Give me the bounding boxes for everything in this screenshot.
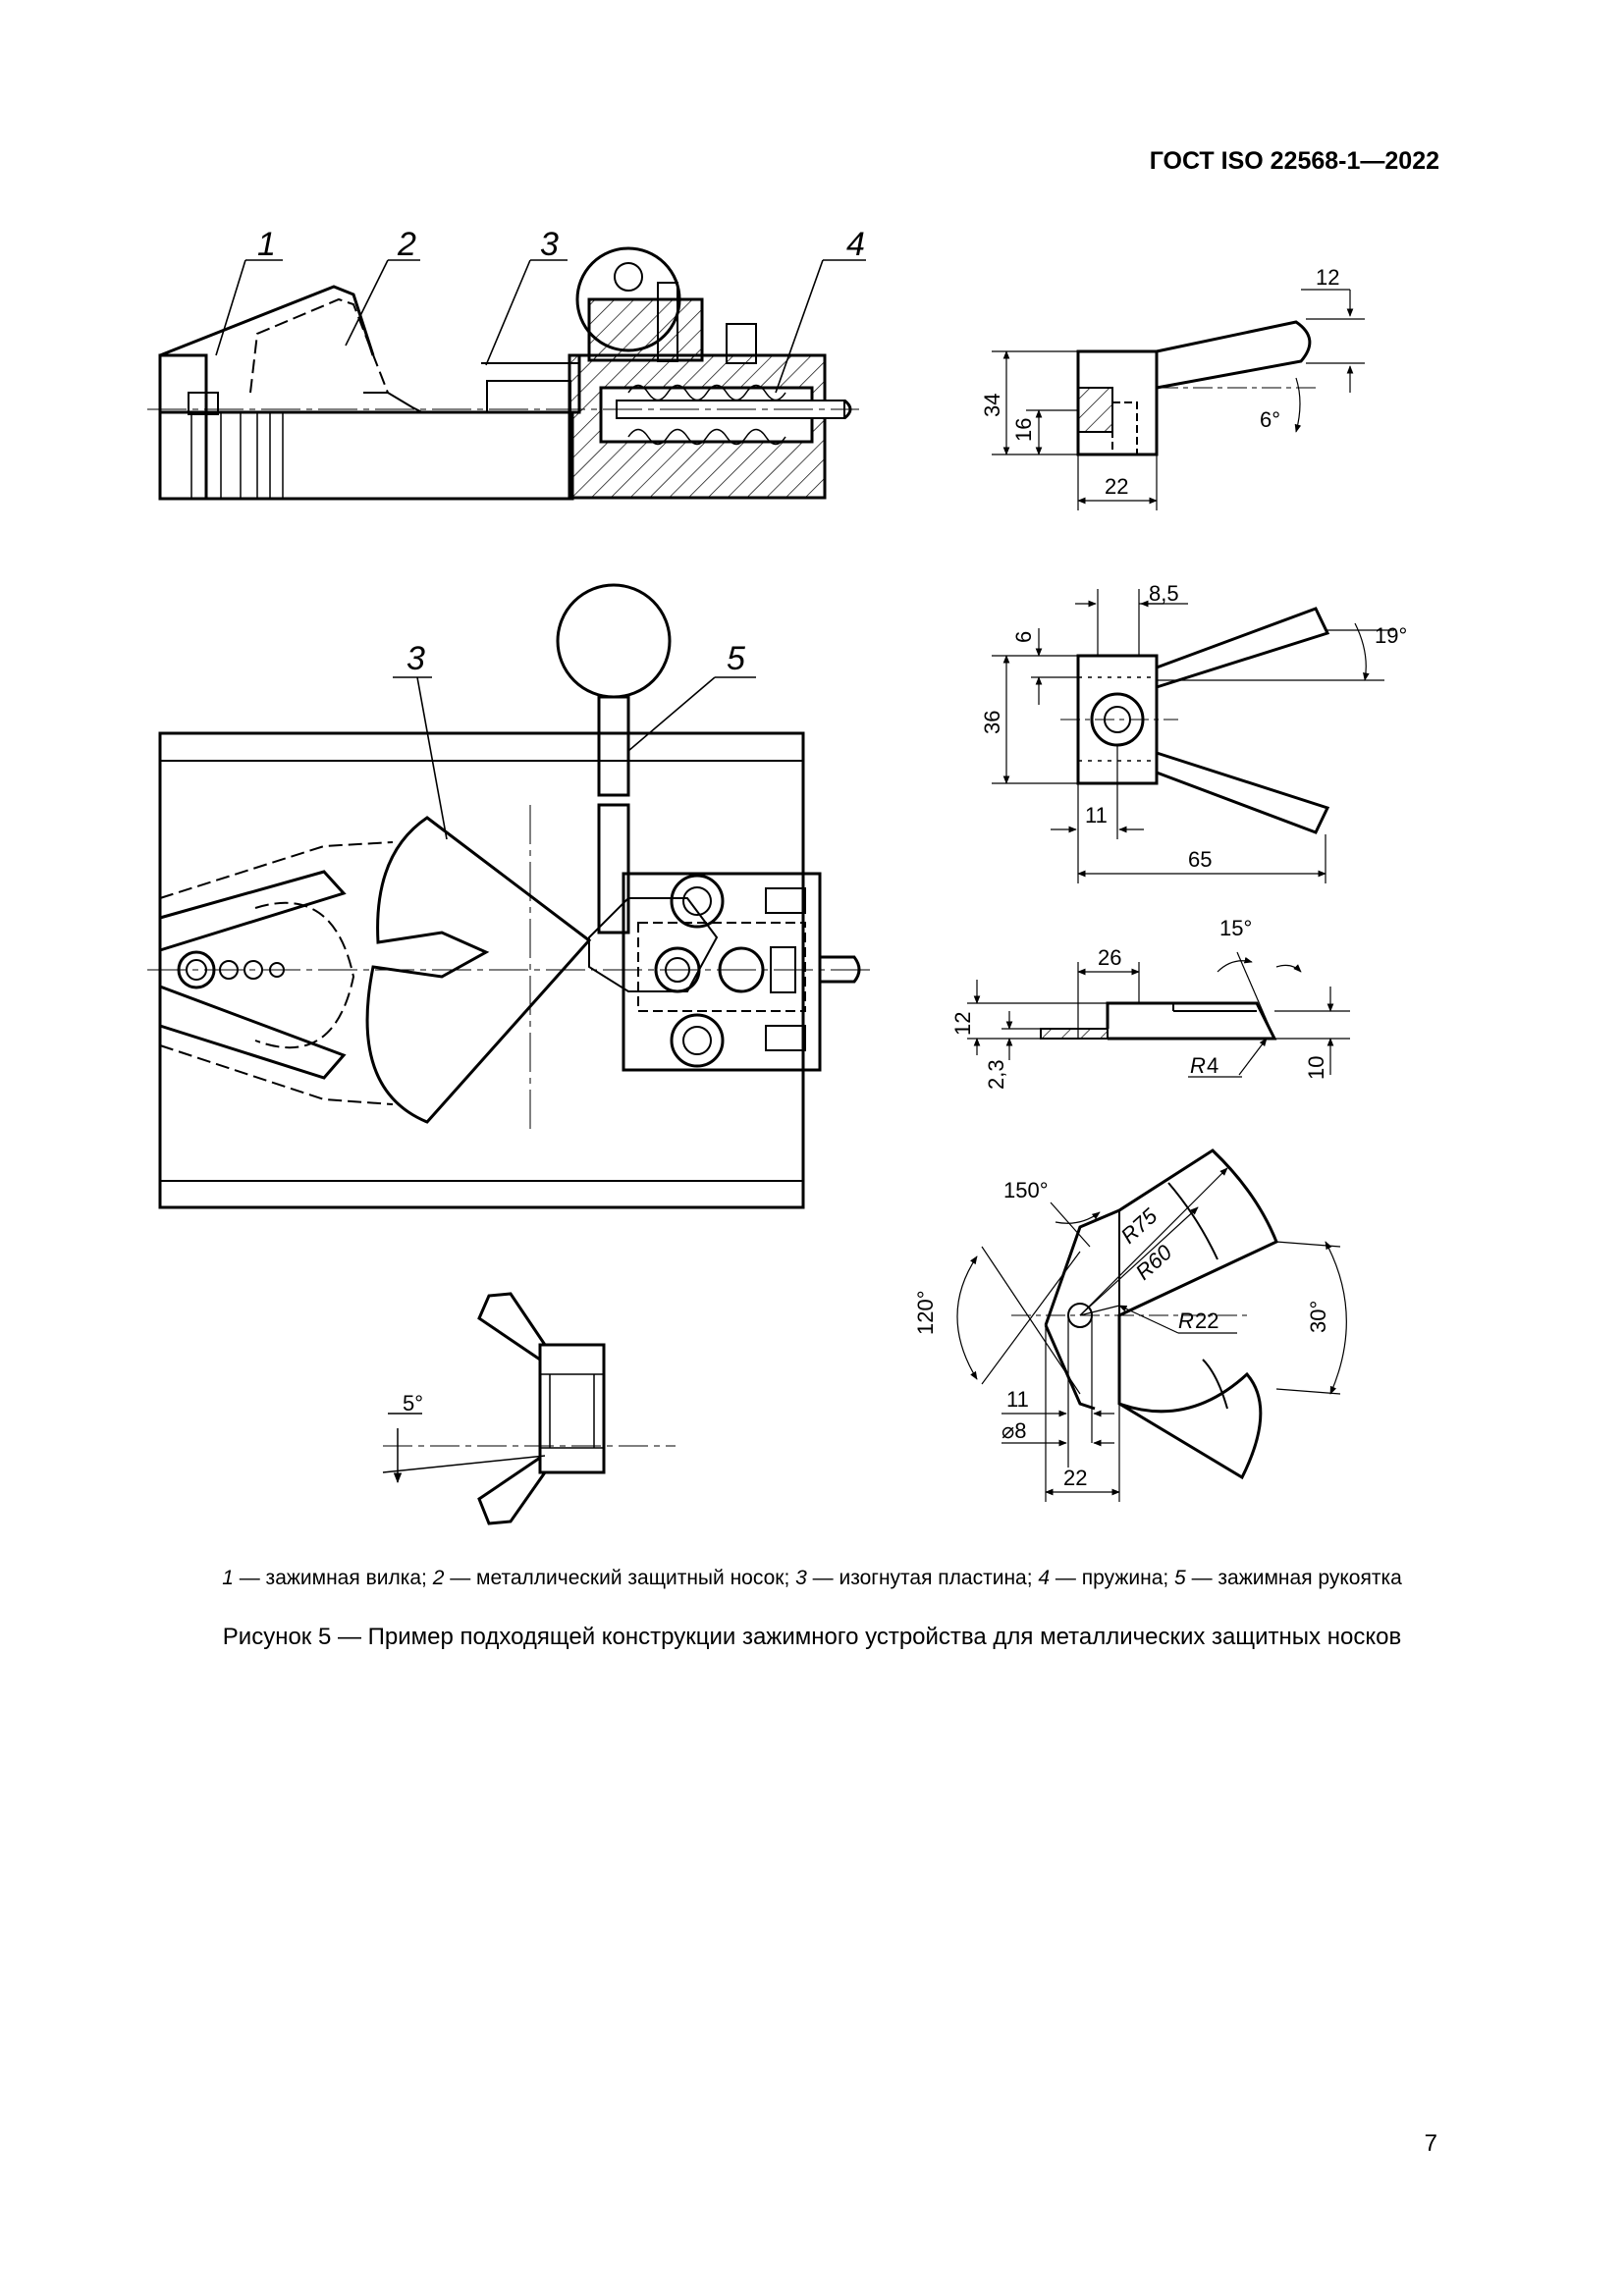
document-header: ГОСТ ISO 22568-1—2022 bbox=[1149, 147, 1439, 175]
dim-plate-150deg: 150° bbox=[1003, 1178, 1049, 1202]
figure-caption: Рисунок 5 — Пример подходящей конструкци… bbox=[222, 1624, 1402, 1650]
page-number: 7 bbox=[1424, 2130, 1437, 2157]
dim-plate-r4-prefix: R bbox=[1190, 1053, 1206, 1078]
dim-fork-65: 65 bbox=[1188, 847, 1212, 872]
dim-plate-10: 10 bbox=[1304, 1056, 1328, 1080]
fork-top-detail bbox=[992, 589, 1394, 883]
dim-fork-6: 6 bbox=[1011, 631, 1036, 643]
legend-item-5: 5 — зажимная рукоятка bbox=[1174, 1567, 1402, 1589]
dim-plate-2-3: 2,3 bbox=[984, 1059, 1008, 1090]
dim-fork-8-5: 8,5 bbox=[1149, 581, 1179, 606]
dim-handle-34: 34 bbox=[980, 394, 1004, 417]
dim-handle-16: 16 bbox=[1011, 418, 1036, 442]
dim-plate-d8: ⌀8 bbox=[1001, 1418, 1026, 1443]
dim-plate-r4-value: 4 bbox=[1207, 1053, 1218, 1078]
technical-drawing: 1 2 3 4 3 5 bbox=[147, 226, 1407, 1525]
dim-plate-15deg: 15° bbox=[1219, 916, 1252, 940]
dim-plate-r22-prefix: R bbox=[1178, 1308, 1194, 1333]
dim-plate-11: 11 bbox=[1006, 1387, 1029, 1412]
side-view-assembly bbox=[147, 246, 859, 501]
top-view-assembly bbox=[147, 583, 874, 1209]
callout-leaders-side bbox=[215, 259, 866, 394]
dim-fork-36: 36 bbox=[980, 711, 1004, 734]
callout-3: 3 bbox=[540, 226, 559, 263]
dim-wing-5deg: 5° bbox=[403, 1391, 423, 1415]
callout-3-top: 3 bbox=[406, 640, 425, 677]
dim-plate-22: 22 bbox=[1063, 1466, 1087, 1490]
dim-plate-r22-value: 22 bbox=[1195, 1308, 1218, 1333]
callout-4: 4 bbox=[846, 226, 865, 263]
legend-item-1: 1 — зажимная вилка; bbox=[222, 1567, 433, 1589]
dim-fork-11: 11 bbox=[1085, 803, 1108, 828]
legend-item-4: 4 — пружина; bbox=[1038, 1567, 1175, 1589]
wing-nut-view bbox=[382, 1292, 676, 1525]
plate-side-detail bbox=[967, 951, 1350, 1078]
dim-plate-12: 12 bbox=[950, 1012, 975, 1036]
callout-2: 2 bbox=[397, 226, 416, 263]
callout-5: 5 bbox=[727, 640, 745, 677]
dim-plate-r75: R75 bbox=[1116, 1203, 1163, 1249]
dim-handle-22: 22 bbox=[1105, 474, 1128, 499]
dim-plate-r60: R60 bbox=[1131, 1240, 1177, 1285]
callout-1: 1 bbox=[257, 226, 276, 263]
dim-plate-26: 26 bbox=[1098, 945, 1121, 970]
dim-plate-120deg: 120° bbox=[913, 1290, 938, 1335]
dim-plate-30deg: 30° bbox=[1306, 1301, 1330, 1333]
dim-fork-19deg: 19° bbox=[1375, 623, 1407, 648]
dim-handle-12: 12 bbox=[1316, 265, 1339, 290]
legend-item-2: 2 — металлический защитный носок; bbox=[432, 1567, 796, 1589]
callout-leaders-top bbox=[393, 676, 756, 840]
plate-top-detail bbox=[956, 1148, 1347, 1502]
figure-legend: 1 — зажимная вилка; 2 — металлический за… bbox=[0, 1567, 1624, 1590]
legend-item-3: 3 — изогнутая пластина; bbox=[795, 1567, 1039, 1589]
handle-side-detail bbox=[992, 289, 1365, 510]
dim-handle-6deg: 6° bbox=[1260, 407, 1280, 432]
